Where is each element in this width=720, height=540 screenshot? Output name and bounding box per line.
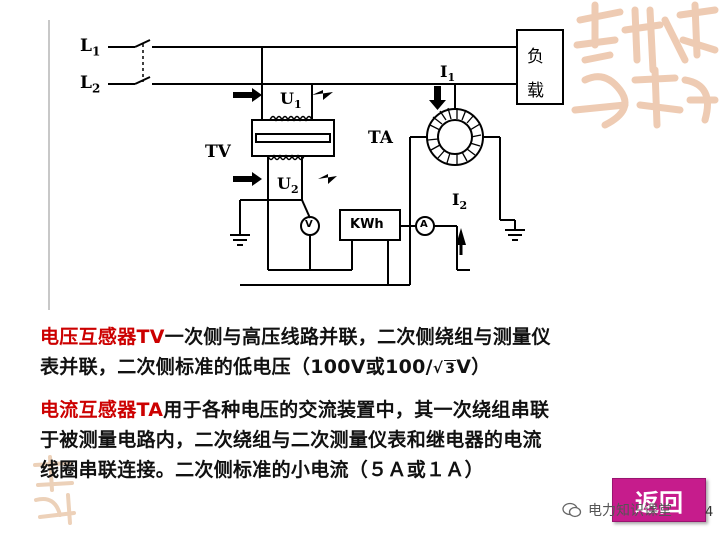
label-U1: U1	[280, 89, 302, 112]
label-TV: TV	[205, 142, 231, 162]
sqrt-symbol: √3	[432, 359, 457, 377]
label-TA: TA	[368, 128, 393, 148]
decorative-seal-small-icon	[33, 455, 76, 525]
label-I2: I2	[452, 190, 468, 213]
page-number: 4	[705, 505, 714, 520]
p2-line-2: 于被测量电路内，二次绕组与二次测量仪表和继电器的电流	[40, 429, 542, 451]
p2-line-3: 线圈串联连接。二次侧标准的小电流（５Ａ或１Ａ）	[40, 459, 484, 481]
left-rule	[48, 20, 50, 310]
meter-A-label: A	[420, 219, 428, 230]
label-U2: U2	[277, 174, 299, 197]
label-L2: L2	[80, 73, 101, 96]
load-label: 负载	[527, 47, 544, 101]
meter-kwh-label: KWh	[350, 217, 384, 232]
back-button[interactable]: 返回	[612, 478, 706, 522]
p2-line-1: 电流互感器TA用于各种电压的交流装置中，其一次绕组串联	[40, 399, 550, 421]
p1-line-2: 表并联，二次侧标准的低电压（100V或100/√3V）	[40, 356, 491, 378]
meter-V-label: V	[305, 219, 313, 230]
ta-term: 电流互感器TA	[40, 399, 164, 421]
label-I1: I1	[440, 62, 456, 85]
transformer-circuit-diagram	[108, 29, 564, 286]
p1-line-1: 电压互感器TV一次侧与高压线路并联，二次侧绕组与测量仪	[40, 326, 551, 348]
decorative-seal-icon	[571, 1, 719, 129]
wechat-icon	[562, 502, 582, 518]
tv-term: 电压互感器TV	[40, 326, 165, 348]
watermark: 电力知识课堂	[562, 500, 672, 520]
label-L1: L1	[80, 36, 101, 59]
